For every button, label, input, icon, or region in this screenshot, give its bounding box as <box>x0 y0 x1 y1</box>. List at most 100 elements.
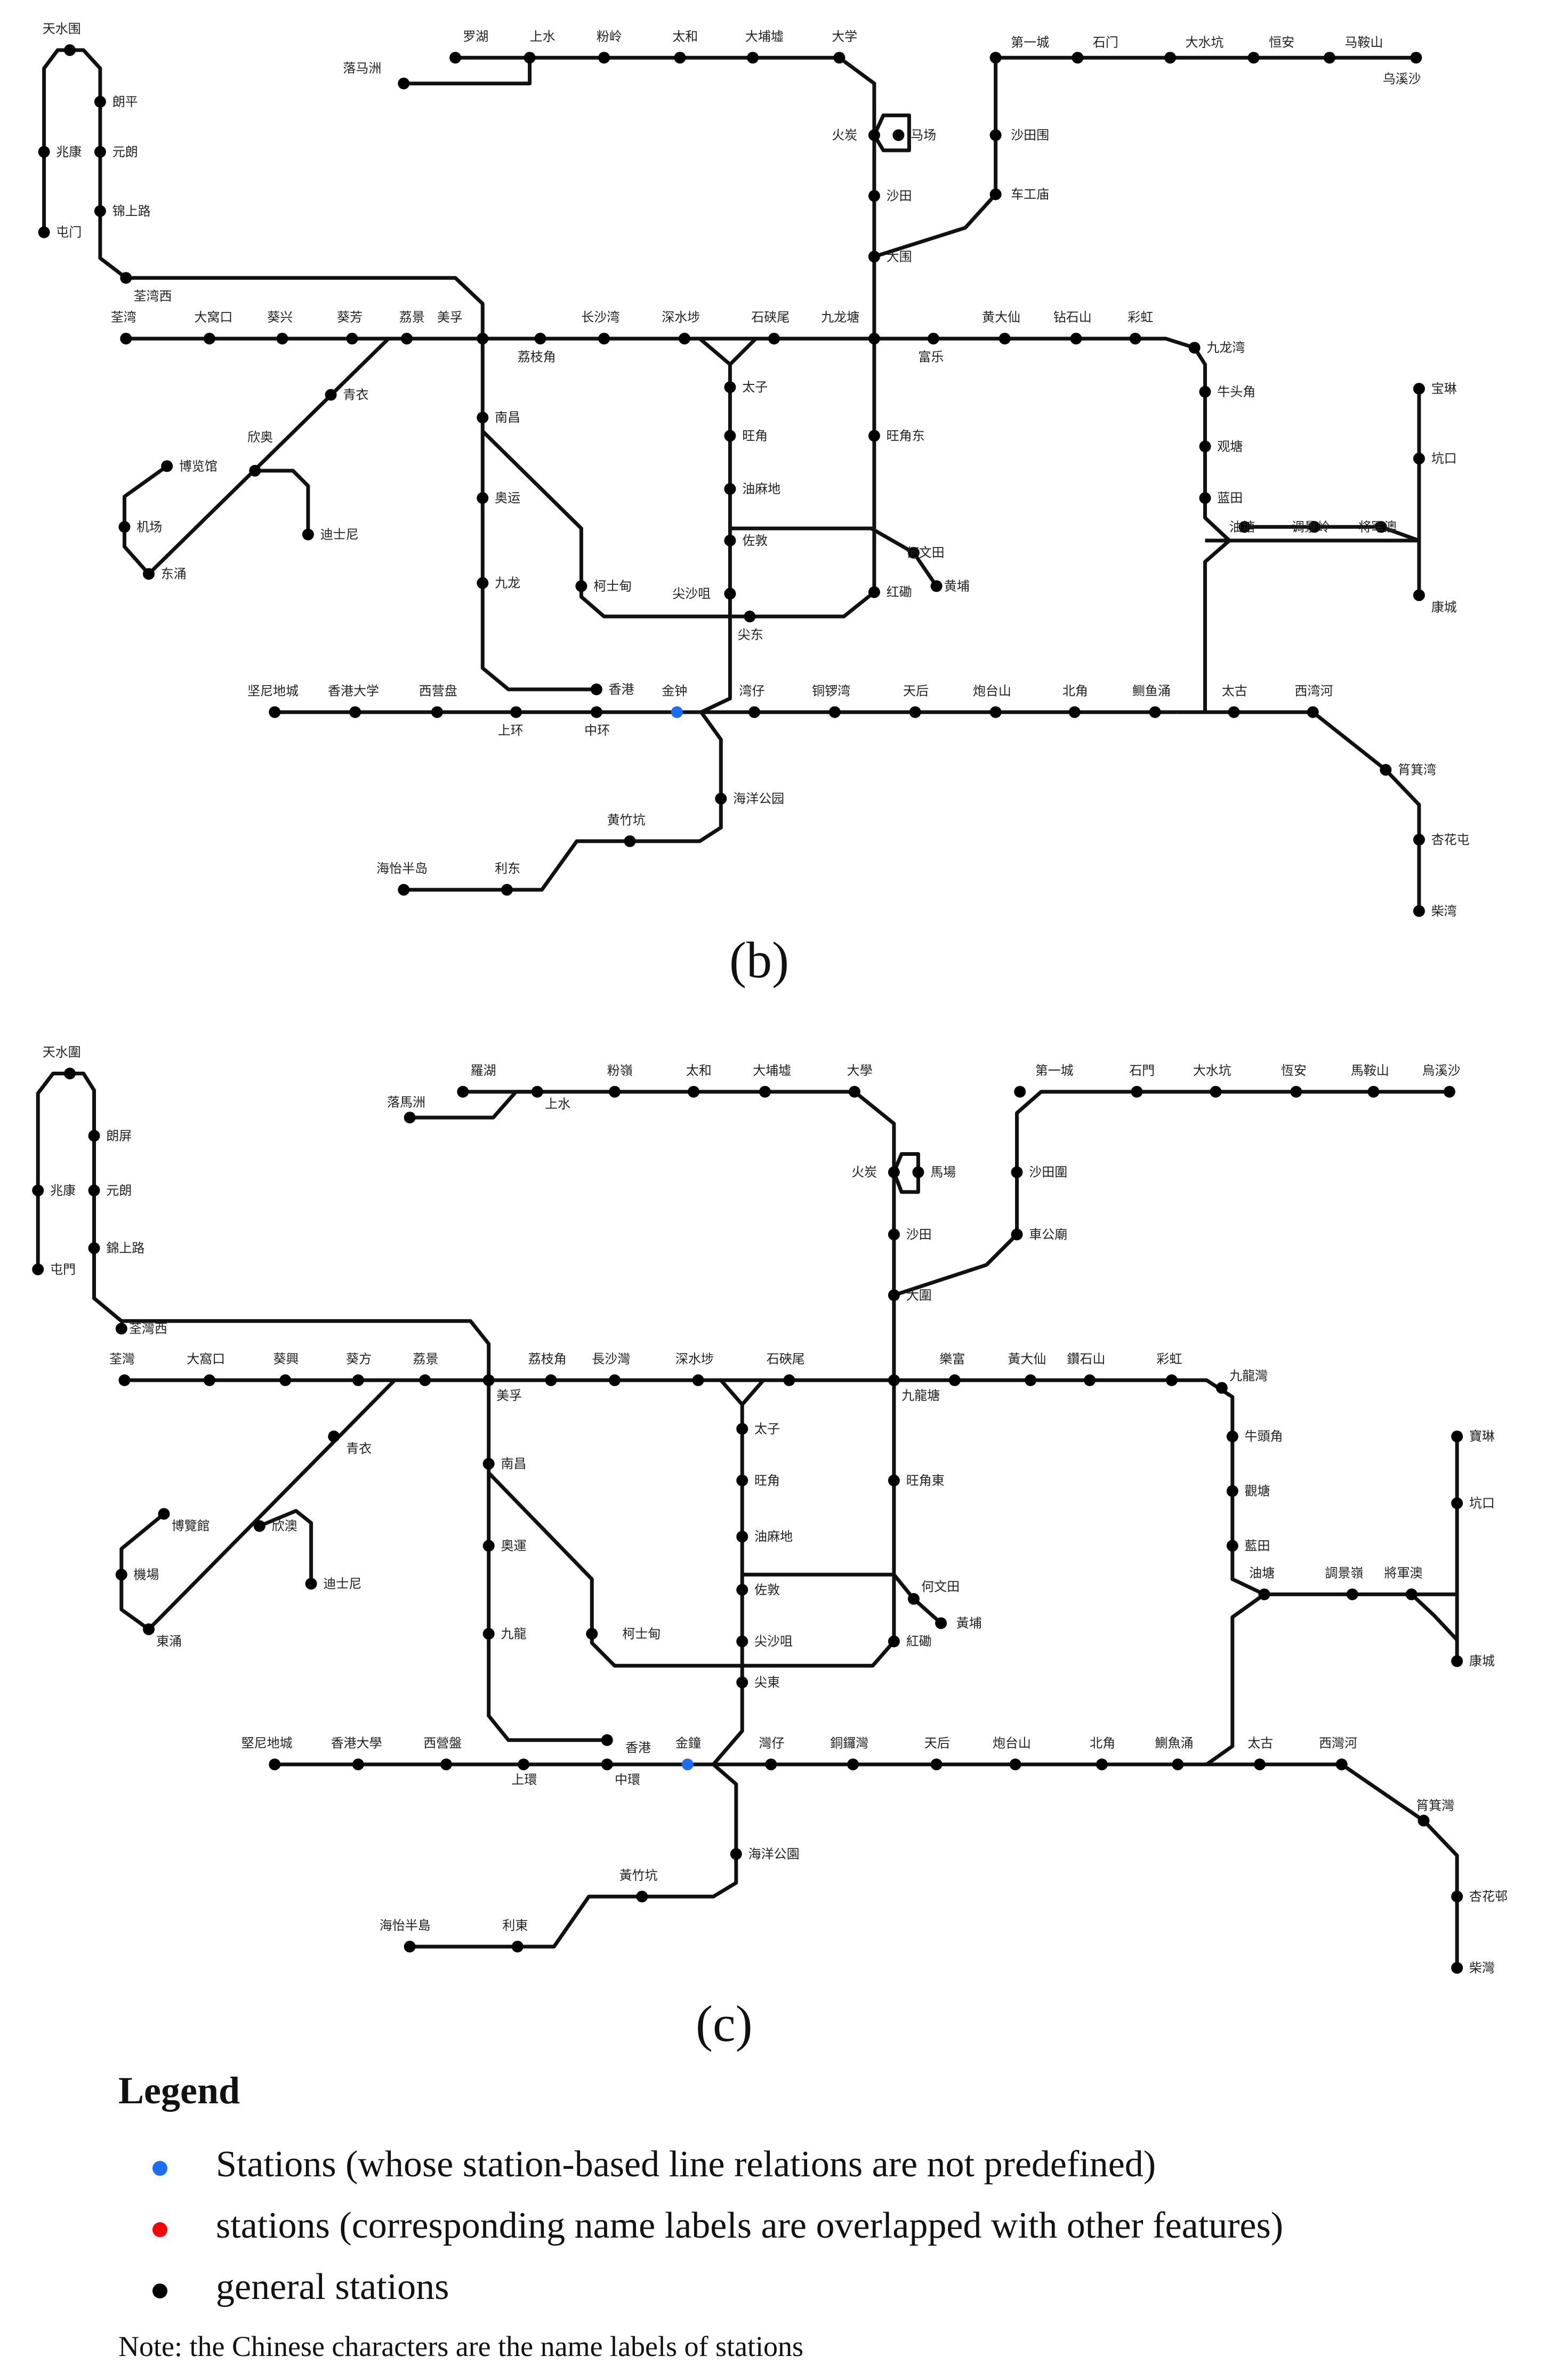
panel-b-caption: (b) <box>729 931 789 988</box>
panel-c-station-dot <box>482 1628 495 1640</box>
panel-c-station-dot <box>1096 1758 1108 1771</box>
panel-b-station-label: 香港大学 <box>328 684 379 698</box>
panel-b-station-dot <box>1410 52 1422 64</box>
panel-c-station-dot <box>1405 1588 1418 1601</box>
panel-c-station-label: 利東 <box>502 1918 528 1933</box>
panel-b-station-dot <box>868 190 880 202</box>
panel-b-map: 罗湖上水粉岭太和大埔墟大学落马洲第一城石门大水坑恒安马鞍山乌溪沙天水围朗平兆康元… <box>38 21 1470 919</box>
panel-c-line-11 <box>259 1509 313 1584</box>
legend-black-dot <box>152 2283 167 2298</box>
panel-c-line-16 <box>742 1572 943 1625</box>
panel-b-station-dot <box>94 95 106 108</box>
panel-c-station-dot <box>143 1623 155 1635</box>
panel-b-station-dot <box>1308 521 1321 533</box>
panel-b-station-dot <box>38 226 50 238</box>
panel-b-station-dot <box>203 333 215 345</box>
panel-c-station-label: 大學 <box>847 1063 873 1078</box>
panel-c-station-label: 堅尼地城 <box>241 1736 293 1751</box>
panel-b-station-label: 马鞍山 <box>1344 35 1383 50</box>
panel-c-station-label: 九龍塘 <box>901 1388 940 1403</box>
panel-c-station-label: 車公廟 <box>1029 1227 1067 1242</box>
panel-b-station-dot <box>590 706 602 718</box>
panel-b-station-label: 荔景 <box>399 310 425 325</box>
panel-c-station-dot <box>1335 1758 1348 1771</box>
panel-b-station-label: 坚尼地城 <box>247 684 299 698</box>
panel-c-station-dot <box>1290 1086 1302 1098</box>
panel-c-station-dot <box>1451 1497 1463 1509</box>
panel-c-station-dot <box>32 1184 44 1196</box>
panel-c-station-label: 馬鞍山 <box>1351 1063 1389 1078</box>
panel-b-station-label: 柴湾 <box>1431 904 1457 919</box>
panel-b-station-dot <box>510 706 522 718</box>
panel-b-line-15 <box>700 364 732 714</box>
panel-c-station-label: 荃灣 <box>109 1352 135 1366</box>
panel-b-station-label: 粉岭 <box>597 29 622 44</box>
panel-c-station-dot <box>736 1676 748 1688</box>
panel-b-station-dot <box>1199 385 1211 398</box>
panel-b-station-label: 东涌 <box>161 567 187 582</box>
panel-c-station-dot <box>888 1228 900 1241</box>
panel-b-station-dot <box>477 492 489 504</box>
panel-b-station-dot <box>828 706 841 718</box>
panel-b-station-dot <box>868 251 880 263</box>
panel-c-station-label: 海洋公園 <box>748 1846 800 1861</box>
panel-c-station-label: 炮台山 <box>993 1736 1031 1751</box>
panel-b-station-label: 利东 <box>495 861 520 876</box>
panel-b-station-label: 观塘 <box>1217 439 1243 454</box>
panel-b-station-dot <box>927 333 939 345</box>
panel-b-station-dot <box>1228 706 1240 718</box>
panel-b-station-dot <box>1199 440 1211 453</box>
panel-c-station-dot <box>1254 1758 1266 1771</box>
panel-c-station-dot <box>736 1583 748 1596</box>
panel-b-station-dot <box>398 883 410 896</box>
panel-b-line-0 <box>404 55 532 86</box>
panel-c-station-dot <box>1451 1962 1463 1974</box>
panel-b-station-dot <box>1380 763 1392 776</box>
panel-c-station-dot <box>1025 1374 1037 1386</box>
panel-b-station-label: 坑口 <box>1431 451 1457 466</box>
panel-b-station-label: 南昌 <box>495 410 520 425</box>
panel-c-station-label: 北角 <box>1090 1736 1115 1751</box>
panel-c-station-dot <box>203 1374 215 1386</box>
panel-c-station-dot <box>1451 1891 1463 1903</box>
panel-b-station-dot <box>401 333 413 345</box>
panel-c-station-label: 鑽石山 <box>1067 1352 1105 1366</box>
panel-c-station-dot <box>1210 1086 1222 1098</box>
panel-c-station-label: 大埔墟 <box>753 1063 791 1078</box>
panel-c-station-dot <box>482 1540 495 1552</box>
legend-red-dot <box>152 2222 167 2237</box>
panel-c-station-dot <box>518 1758 530 1771</box>
panel-c-station-dot <box>912 1166 924 1178</box>
panel-b-line-10 <box>123 337 390 576</box>
panel-c-station-label: 美孚 <box>496 1388 522 1403</box>
panel-b-line-5 <box>126 336 1231 542</box>
panel-c-station-dot <box>1451 1430 1463 1443</box>
panel-c-station-label: 粉嶺 <box>607 1063 633 1078</box>
panel-b-station-dot <box>1413 589 1425 601</box>
panel-c-station-dot <box>88 1242 100 1255</box>
panel-b-station-dot <box>477 333 489 345</box>
panel-c-station-label: 烏溪沙 <box>1422 1063 1461 1078</box>
panel-c-station-dot <box>948 1374 961 1386</box>
panel-b-station-label: 康城 <box>1431 600 1457 615</box>
panel-c-station-label: 康城 <box>1469 1654 1495 1669</box>
metro-maps: 罗湖上水粉岭太和大埔墟大学落马洲第一城石门大水坑恒安马鞍山乌溪沙天水围朗平兆康元… <box>32 21 1508 1975</box>
panel-b-station-dot <box>302 528 314 541</box>
panel-b-station-label: 火炭 <box>832 128 857 143</box>
panel-b-station-dot <box>724 430 736 442</box>
panel-b-station-dot <box>833 52 846 64</box>
panel-c-station-label: 太和 <box>686 1063 712 1078</box>
panel-b-station-dot <box>1413 383 1425 395</box>
panel-c-station-label: 沙田圍 <box>1029 1165 1067 1180</box>
panel-c-line-5 <box>124 1378 1266 1596</box>
panel-b-line-3 <box>873 55 1416 259</box>
panel-b-line-18 <box>1176 710 1421 911</box>
panel-c-station-label: 迪士尼 <box>323 1577 361 1591</box>
panel-c-station-dot <box>765 1758 777 1771</box>
panel-b-station-dot <box>94 205 106 217</box>
panel-c-station-dot <box>440 1758 452 1771</box>
panel-c-station-label: 欣澳 <box>272 1518 297 1533</box>
panel-c-station-label: 石硤尾 <box>767 1352 805 1366</box>
panel-b-station-dot <box>325 389 337 401</box>
panel-b-station-dot <box>143 568 155 580</box>
